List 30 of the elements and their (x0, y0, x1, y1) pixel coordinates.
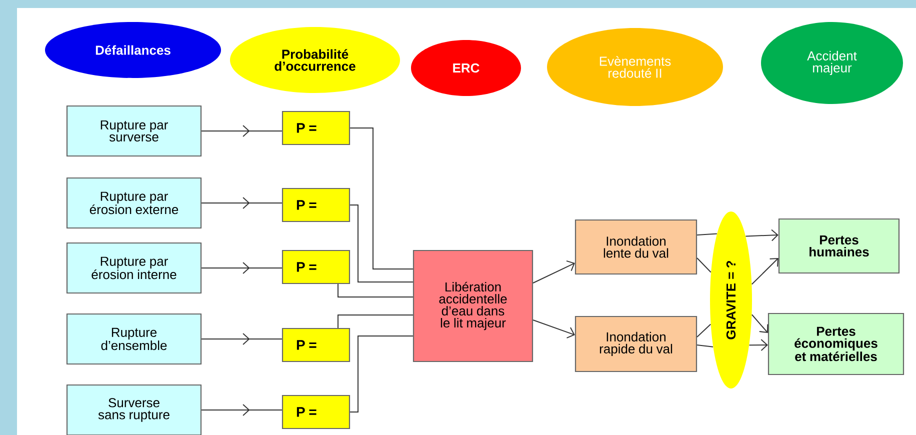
arrow (748, 339, 768, 352)
probability-box: P = (282, 250, 350, 284)
failure-box: Rupture par érosion externe (66, 177, 202, 229)
failure-box: Surverse sans rupture (66, 384, 202, 435)
failure-box: Rupture d’ensemble (66, 313, 202, 365)
loss-box: Pertes humaines (778, 218, 900, 274)
arrow (745, 229, 778, 242)
flood-box: Inondation lente du val (574, 219, 698, 275)
event-box: Libération accidentelle d’eau dans le lit majeur (412, 250, 534, 362)
connector-line (338, 314, 414, 328)
arrow (532, 260, 575, 284)
arrow (532, 320, 575, 338)
connector-line (696, 344, 714, 348)
failure-box: Rupture par surverse (66, 105, 202, 157)
flood-box: Inondation rapide du val (574, 316, 698, 372)
arrow (751, 258, 778, 285)
arrow (751, 314, 768, 333)
probability-box: P = (282, 110, 350, 146)
connector-line (696, 233, 718, 236)
loss-box: Pertes économiques et matérielles (768, 312, 904, 376)
connector-line (338, 284, 414, 298)
failure-box: Rupture par érosion interne (66, 242, 202, 294)
connector-line (350, 128, 414, 270)
connector-line (696, 324, 712, 338)
probability-box: P = (282, 328, 350, 362)
connector-line (350, 336, 414, 412)
connector-line (696, 258, 712, 273)
connector-line (350, 204, 414, 282)
probability-box: P = (282, 394, 350, 430)
probability-box: P = (282, 188, 350, 222)
